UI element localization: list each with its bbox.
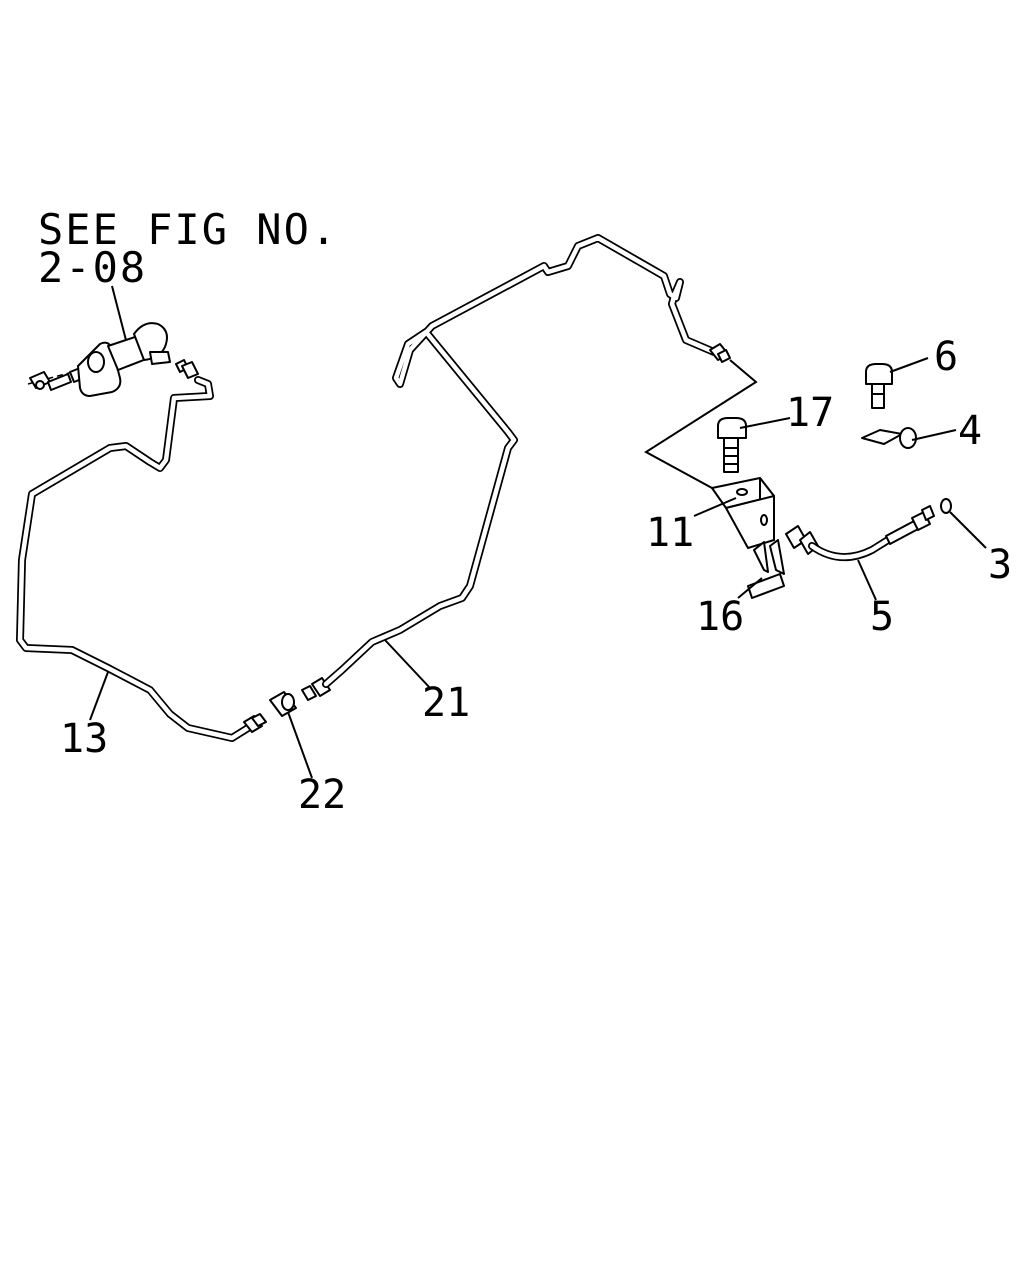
reference-fig-number: 2-08 [38, 243, 147, 292]
hose-5 [785, 505, 935, 562]
bracket-11 [711, 477, 775, 549]
label-3: 3 [988, 542, 1012, 588]
bolt-17 [717, 417, 747, 473]
washer-3 [940, 498, 952, 514]
label-13: 13 [60, 716, 108, 762]
union-22 [269, 691, 297, 717]
label-21: 21 [422, 680, 470, 726]
reference-leader-line [111, 285, 129, 349]
label-11: 11 [646, 510, 694, 556]
bolt-6 [865, 363, 893, 409]
label-4: 4 [958, 408, 982, 454]
label-6: 6 [934, 334, 958, 380]
clip-16 [747, 539, 785, 599]
reference-see-fig: SEE FIG NO. [38, 205, 338, 254]
label-17: 17 [786, 390, 834, 436]
assembly-guide-line [644, 359, 758, 489]
leader-lines [89, 357, 987, 779]
clip-4 [861, 427, 917, 449]
master-cylinder [27, 322, 199, 397]
pipe-21 [301, 234, 731, 701]
label-22: 22 [298, 772, 346, 818]
label-16: 16 [696, 594, 744, 640]
pipe-13 [16, 376, 267, 742]
label-5: 5 [870, 594, 894, 640]
